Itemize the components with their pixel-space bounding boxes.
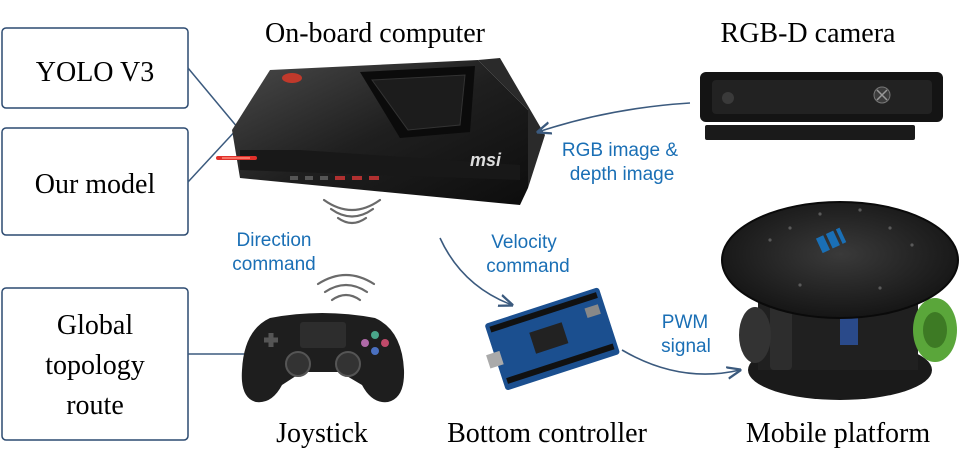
our-model-label: Our model bbox=[35, 169, 156, 200]
camera-to-computer-arrow bbox=[538, 102, 691, 132]
model-connector bbox=[187, 127, 239, 183]
rgb-label-line1: RGB image & bbox=[562, 140, 678, 161]
arduino-board-image bbox=[485, 287, 620, 390]
direction-label-line1: Direction bbox=[237, 230, 312, 251]
kinect-camera-image bbox=[700, 72, 943, 140]
yolo-box: YOLO V3 bbox=[1, 27, 189, 109]
wireless-signal-icon bbox=[322, 198, 382, 225]
global-route-box: Global topology route bbox=[1, 287, 189, 441]
route-label-line1: Global bbox=[57, 310, 133, 341]
gamepad-image bbox=[241, 313, 405, 403]
route-label-line3: route bbox=[66, 390, 124, 421]
robot-platform-image bbox=[721, 201, 959, 400]
velocity-label-line1: Velocity bbox=[491, 232, 557, 253]
yolo-connector bbox=[187, 67, 239, 129]
our-model-box: Our model bbox=[1, 127, 189, 236]
route-label-line2: topology bbox=[45, 350, 145, 381]
wireless-signal-icon bbox=[316, 273, 376, 302]
computer-to-controller-arrow bbox=[439, 237, 512, 305]
onboard-title: On-board computer bbox=[265, 18, 486, 49]
pwm-label-line1: PWM bbox=[662, 312, 708, 333]
yolo-label: YOLO V3 bbox=[36, 57, 154, 88]
camera-title: RGB-D camera bbox=[721, 18, 897, 49]
controller-title: Bottom controller bbox=[447, 418, 648, 449]
computer-brand: msi bbox=[470, 150, 502, 170]
computer-image: msi bbox=[216, 58, 545, 205]
pwm-label-line2: signal bbox=[661, 336, 711, 357]
rgb-label-line2: depth image bbox=[570, 164, 675, 185]
joystick-title: Joystick bbox=[276, 418, 368, 449]
platform-title: Mobile platform bbox=[746, 418, 931, 449]
velocity-label-line2: command bbox=[486, 256, 569, 277]
direction-label-line2: command bbox=[232, 254, 315, 275]
controller-to-platform-arrow bbox=[621, 349, 740, 374]
